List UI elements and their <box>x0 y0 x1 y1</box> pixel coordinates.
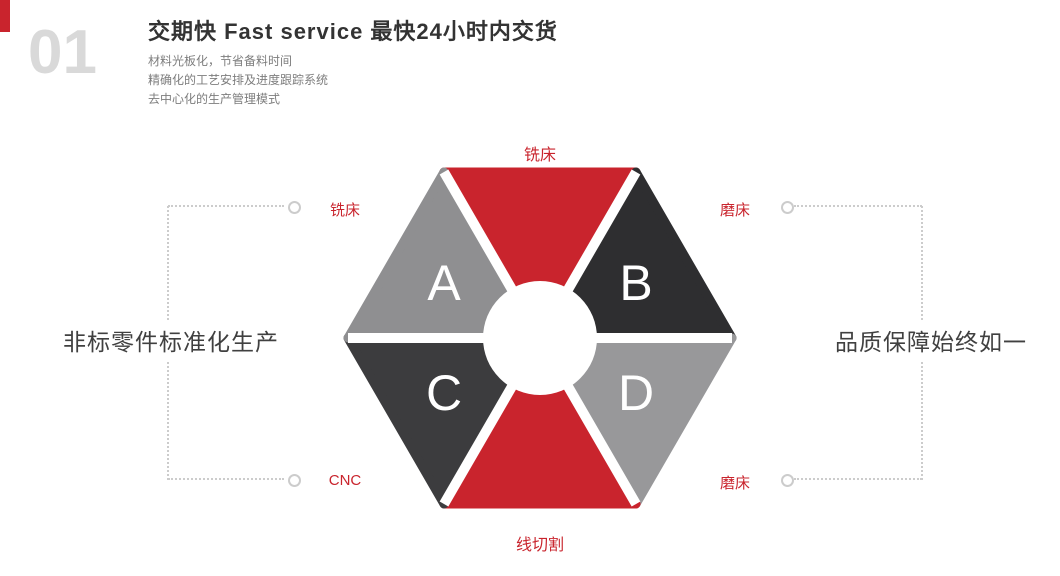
segment-letter-a: A <box>427 255 461 311</box>
accent-bar <box>0 0 10 32</box>
section-title: 交期快 Fast service 最快24小时内交货 <box>148 19 558 44</box>
dotted-line-right-bottom <box>794 478 922 480</box>
subtitle-line: 去中心化的生产管理模式 <box>148 92 281 106</box>
label-right-top: 磨床 <box>719 202 750 219</box>
label-left-bottom: CNC <box>328 472 362 489</box>
center-circle <box>483 281 597 395</box>
segment-letter-c: C <box>426 365 462 421</box>
label-right-bottom: 磨床 <box>719 475 750 492</box>
caption-right: 品质保障始终如一 <box>800 320 1060 360</box>
section-subtitles: 材料光板化，节省备料时间 精确化的工艺安排及进度跟踪系统 去中心化的生产管理模式 <box>148 52 328 109</box>
caption-left: 非标零件标准化生产 <box>40 320 302 360</box>
hexagon-diagram: A B C D <box>343 167 737 509</box>
dotted-line-left-bottom <box>168 478 284 480</box>
section-index: 01 <box>28 18 97 87</box>
label-top: 铣床 <box>523 147 556 164</box>
connector-circle-left-bottom <box>288 474 301 487</box>
segment-letter-b: B <box>619 255 652 311</box>
dotted-line-right-top <box>794 205 922 207</box>
connector-circle-left-top <box>288 201 301 214</box>
dotted-line-left-top <box>168 205 284 207</box>
label-left-top: 铣床 <box>329 202 360 219</box>
subtitle-line: 材料光板化，节省备料时间 <box>148 54 293 68</box>
segment-letter-d: D <box>618 365 654 421</box>
connector-circle-right-bottom <box>781 474 794 487</box>
subtitle-line: 精确化的工艺安排及进度跟踪系统 <box>148 73 329 87</box>
connector-circle-right-top <box>781 201 794 214</box>
label-bottom: 线切割 <box>515 537 564 554</box>
